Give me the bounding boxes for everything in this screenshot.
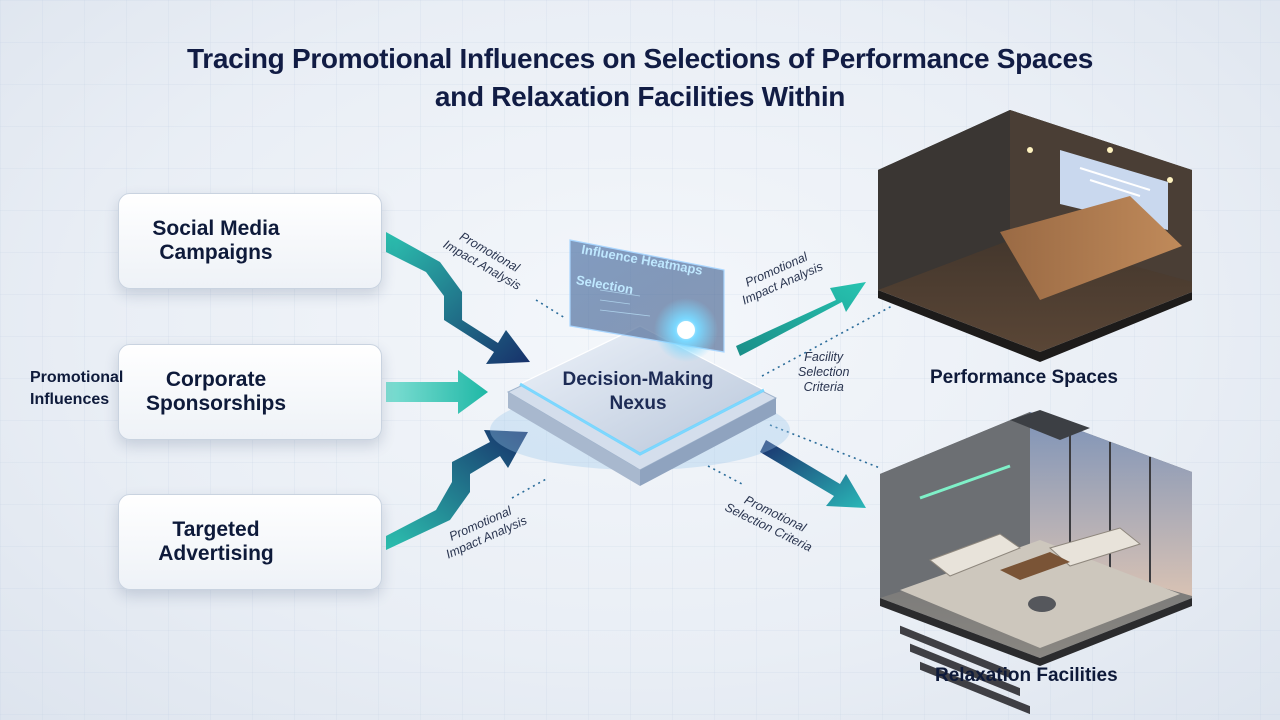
relaxation-facilities-label: Relaxation Facilities [935,665,1118,686]
source-label-line: Corporate [165,368,267,391]
page-title: Tracing Promotional Influences on Select… [0,40,1280,116]
nexus-label-line: Decision-Making [562,369,714,390]
arrow-advertising-to-nexus [386,430,528,550]
decision-making-nexus-label: Decision-Making Nexus [538,368,738,416]
source-label-line: Social Media [152,217,280,240]
annotation-facility-selection-criteria: Facility Selection Criteria [798,350,849,395]
annotation-line: Criteria [803,380,844,394]
source-label-line: Targeted [172,518,260,541]
source-card-targeted-advertising[interactable]: Targeted Advertising [118,494,382,590]
source-label: Targeted Advertising [131,495,301,589]
source-label-line: Campaigns [159,241,273,264]
relaxation-facility-illustration [880,410,1192,666]
source-label: Corporate Sponsorships [131,345,301,439]
source-label-line: Advertising [158,542,274,565]
title-line-2: and Relaxation Facilities Within [434,81,846,112]
side-label-line: Influences [30,391,110,408]
arrow-sponsor-to-nexus [386,370,488,414]
source-card-social-media[interactable]: Social Media Campaigns [118,193,382,289]
performance-space-illustration [878,110,1192,715]
arrow-social-to-nexus [386,232,530,364]
source-label: Social Media Campaigns [131,194,301,288]
annotation-line: Facility [804,350,844,364]
source-card-corporate-sponsorships[interactable]: Corporate Sponsorships [118,344,382,440]
leader-lines [511,299,893,499]
nexus-hub [490,239,790,486]
arrow-nexus-to-performance [736,282,866,356]
performance-spaces-label: Performance Spaces [930,367,1118,388]
title-line-1: Tracing Promotional Influences on Select… [186,43,1093,74]
nexus-label-line: Nexus [609,393,667,414]
arrow-nexus-to-relaxation [760,440,866,508]
side-label-line: Promotional [30,369,124,386]
source-label-line: Sponsorships [145,392,287,415]
promotional-influences-label: Promotional Influences [30,367,145,411]
annotation-line: Selection [798,365,850,379]
